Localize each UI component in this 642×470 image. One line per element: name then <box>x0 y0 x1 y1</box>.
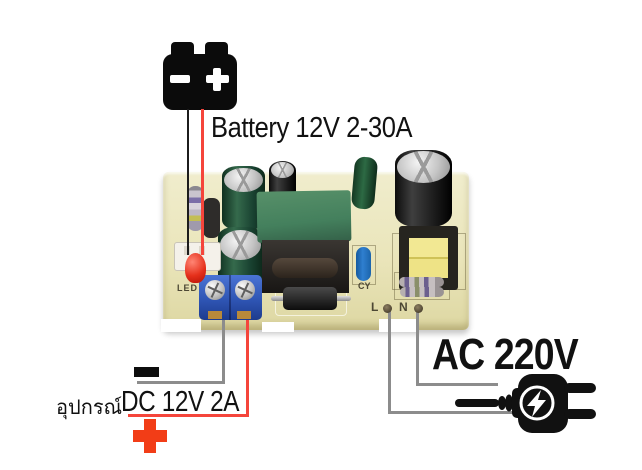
ac-wire-neutral-v <box>416 311 419 385</box>
transformer-body <box>262 240 349 293</box>
battery-wire-positive <box>201 109 204 255</box>
battery-plus-icon-vertical <box>213 68 221 91</box>
terminal-contact-left <box>208 311 222 319</box>
capacitor-green-1 <box>222 166 265 230</box>
plug-bolt-ring <box>519 385 555 421</box>
line-pad <box>383 304 392 313</box>
silkscreen-led-label: LED <box>177 283 198 293</box>
plug-prong-top <box>564 383 596 393</box>
dc-plus-icon-vbar <box>144 419 156 453</box>
terminal-divider <box>229 275 231 320</box>
dc-wire-positive-v <box>246 318 249 416</box>
pcb-edge-notch <box>379 319 419 332</box>
dc-wire-negative-h <box>137 381 225 384</box>
dc-wire-positive-h <box>128 414 249 417</box>
silkscreen-outline-cy <box>352 245 376 285</box>
inductor-dark <box>203 198 220 238</box>
terminal-screw-right <box>235 280 255 300</box>
capacitor-top-vent <box>397 151 450 183</box>
battery-label: Battery 12V 2-30A <box>211 112 413 144</box>
transformer-top <box>256 190 352 243</box>
resistor-vertical <box>187 186 204 231</box>
dc-minus-icon <box>134 367 159 377</box>
power-plug-icon <box>455 374 596 433</box>
led-red <box>185 253 206 283</box>
plug-grip-rib <box>505 394 513 412</box>
ac-wire-line-h <box>388 411 522 414</box>
dc-device-label-thai: อุปกรณ์ <box>56 397 123 419</box>
neutral-pad <box>414 304 423 313</box>
capacitor-top-vent <box>224 168 263 192</box>
capacitor-large-black <box>395 150 452 227</box>
terminal-contact-right <box>237 311 251 319</box>
yellow-coil-winding <box>409 238 448 278</box>
capacitor-top-vent <box>220 230 261 260</box>
dc-output-label: DC 12V 2A <box>121 386 240 418</box>
silkscreen-line-label: L <box>371 300 379 314</box>
plug-cable <box>455 399 499 407</box>
diode-body <box>283 287 337 310</box>
battery-minus-icon <box>170 75 190 83</box>
lightning-bolt-icon <box>527 390 546 417</box>
cy-capacitor-blue <box>356 247 371 281</box>
dc-plus-icon <box>133 419 167 453</box>
ac-input-label: AC 220V <box>432 330 579 379</box>
battery-wire-negative <box>187 109 189 255</box>
resistor-horizontal-2 <box>400 287 444 297</box>
ac-wire-line-v <box>388 311 391 413</box>
resistor-horizontal-1 <box>399 277 444 287</box>
pcb-edge-cut-mid <box>262 322 294 332</box>
film-capacitor-green <box>350 156 379 210</box>
plug-grip-rib <box>498 396 506 410</box>
battery-icon <box>163 42 237 110</box>
capacitor-top-vent <box>271 162 294 178</box>
silkscreen-neutral-label: N <box>399 300 408 314</box>
transformer-winding <box>272 258 338 278</box>
ac-wire-neutral-h <box>416 383 498 386</box>
plug-prong-bottom <box>564 409 596 419</box>
dc-screw-terminal <box>199 275 262 320</box>
silkscreen-cy-label: CY <box>358 281 371 291</box>
dc-wire-negative-v <box>222 318 225 383</box>
terminal-screw-left <box>205 280 225 300</box>
pcb-edge-cut-left <box>161 319 201 332</box>
